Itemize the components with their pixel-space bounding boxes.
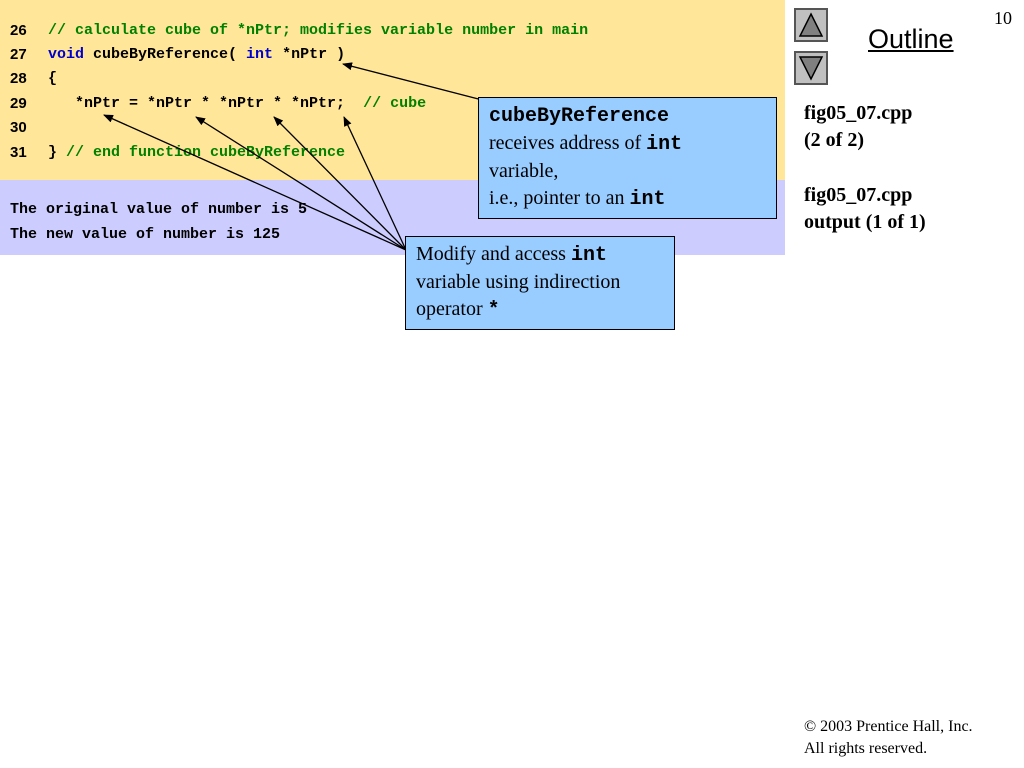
callout-keyword: int xyxy=(629,188,666,211)
callout-keyword: int xyxy=(570,244,607,267)
callout-text: variable using indirection xyxy=(416,271,621,293)
previous-slide-button[interactable] xyxy=(794,8,828,42)
output-file-part: output (1 of 1) xyxy=(804,211,926,233)
copyright-symbol: © xyxy=(804,718,817,735)
code-line: 31} // end function cubeByReference xyxy=(10,141,345,163)
callout-text: receives address of xyxy=(489,132,647,154)
rights-text: All rights reserved. xyxy=(804,740,928,757)
callout-cube-by-reference: cubeByReference receives address of int … xyxy=(478,97,777,219)
line-number: 27 xyxy=(10,45,27,63)
copyright-footer: © 2003 Prentice Hall, Inc. All rights re… xyxy=(804,716,973,760)
code-text: *nPtr ) xyxy=(273,45,346,63)
line-number: 30 xyxy=(10,118,27,136)
callout-text: i.e., pointer to an xyxy=(489,187,630,209)
line-number: 29 xyxy=(10,94,27,112)
triangle-down-icon xyxy=(798,56,824,81)
source-file-name: fig05_07.cpp xyxy=(804,102,913,124)
code-text: cubeByReference( xyxy=(84,45,247,63)
code-comment: // cube xyxy=(363,94,427,112)
code-line: 27 void cubeByReference( int *nPtr ) xyxy=(10,43,345,65)
callout-function-name: cubeByReference xyxy=(489,105,670,128)
output-line: The new value of number is 125 xyxy=(10,225,281,243)
code-keyword: int xyxy=(246,45,274,63)
code-line: 28 { xyxy=(10,67,57,89)
outline-link[interactable]: Outline xyxy=(868,24,954,54)
output-file-name: fig05_07.cpp xyxy=(804,184,913,206)
code-comment: // calculate cube of *nPtr; modifies var… xyxy=(48,21,589,39)
line-number: 26 xyxy=(10,21,27,39)
code-text: { xyxy=(48,69,58,87)
source-file-part: (2 of 2) xyxy=(804,129,864,151)
callout-indirection-operator: Modify and access int variable using ind… xyxy=(405,236,675,330)
code-line: 29 *nPtr = *nPtr * *nPtr * *nPtr; // cub… xyxy=(10,92,426,114)
code-comment: // end function cubeByReference xyxy=(66,143,346,161)
callout-text: Modify and access xyxy=(416,243,571,265)
line-number: 28 xyxy=(10,69,27,87)
code-text: *nPtr = *nPtr * *nPtr * *nPtr; xyxy=(48,94,364,112)
callout-text: operator xyxy=(416,298,488,320)
callout-text: variable, xyxy=(489,160,559,182)
code-line: 30 xyxy=(10,116,48,138)
source-file-label: fig05_07.cpp (2 of 2) xyxy=(804,100,912,154)
next-slide-button[interactable] xyxy=(794,51,828,85)
triangle-up-icon xyxy=(798,12,824,37)
page-number: 10 xyxy=(994,8,1012,28)
output-line: The original value of number is 5 xyxy=(10,200,308,218)
line-number: 31 xyxy=(10,143,27,161)
callout-keyword: int xyxy=(646,133,683,156)
code-line: 26 // calculate cube of *nPtr; modifies v… xyxy=(10,19,588,41)
code-keyword: void xyxy=(48,45,85,63)
code-text: } xyxy=(48,143,67,161)
callout-keyword: * xyxy=(487,299,500,322)
output-file-label: fig05_07.cpp output (1 of 1) xyxy=(804,182,926,236)
copyright-text: 2003 Prentice Hall, Inc. xyxy=(816,718,973,735)
